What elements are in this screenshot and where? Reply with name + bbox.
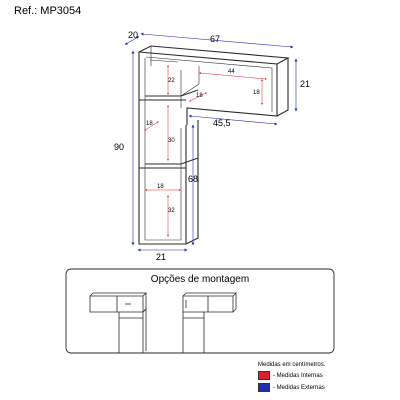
tower-front: [138, 52, 187, 245]
external-labels: 20 67 21 90 68 45,5 21: [114, 30, 310, 262]
legend-external-swatch: [258, 383, 270, 392]
options-title: Opções de montagem: [150, 274, 250, 285]
divider-2: [139, 157, 199, 169]
legend-title: Medidas em centímetros.: [258, 362, 326, 368]
dim-width: 67: [210, 34, 220, 44]
option-1-illustration: [89, 292, 147, 353]
int-tower-low-depth: 18: [157, 184, 164, 190]
dim-top-height: 21: [300, 79, 310, 89]
tower-side: [185, 120, 199, 245]
legend-internal-label: - Medidas Internas: [273, 372, 323, 379]
main-piece: [138, 45, 290, 245]
int-tower-mid-depth: 18: [146, 121, 153, 127]
int-shelf-height: 18: [253, 90, 260, 96]
internal-labels: 44 18 18 22 18 30 18 32: [146, 69, 260, 214]
dim-lower-height: 68: [188, 174, 198, 184]
int-shelf-depth: 18: [196, 93, 203, 99]
option-2-illustration: [182, 292, 237, 353]
dim-arm-width: 45,5: [213, 118, 231, 128]
top-shelf-side: [276, 58, 289, 117]
legend-internal-swatch: [258, 371, 270, 380]
reference-title: Ref.: MP3054: [14, 5, 82, 17]
int-tower-bottom: 32: [168, 208, 175, 214]
internal-dimensions: [144, 65, 267, 237]
dim-total-height: 90: [114, 142, 124, 152]
top-shelf-front: [138, 51, 278, 125]
options-panel: [65, 268, 335, 354]
top-shelf-top: [138, 45, 290, 65]
divider-1: [139, 89, 199, 101]
legend: Medidas em centímetros. - Medidas Intern…: [258, 362, 398, 392]
external-dimensions: [124, 32, 298, 252]
int-tower-mid: 30: [168, 138, 175, 144]
dim-tower-width: 21: [156, 252, 166, 262]
legend-external-label: - Medidas Externas: [273, 384, 325, 391]
legend-internal: - Medidas Internas: [258, 371, 398, 380]
dim-depth: 20: [128, 30, 138, 40]
int-shelf-width: 44: [228, 69, 235, 75]
int-tower-top: 22: [168, 78, 175, 84]
legend-external: - Medidas Externas: [258, 383, 398, 392]
